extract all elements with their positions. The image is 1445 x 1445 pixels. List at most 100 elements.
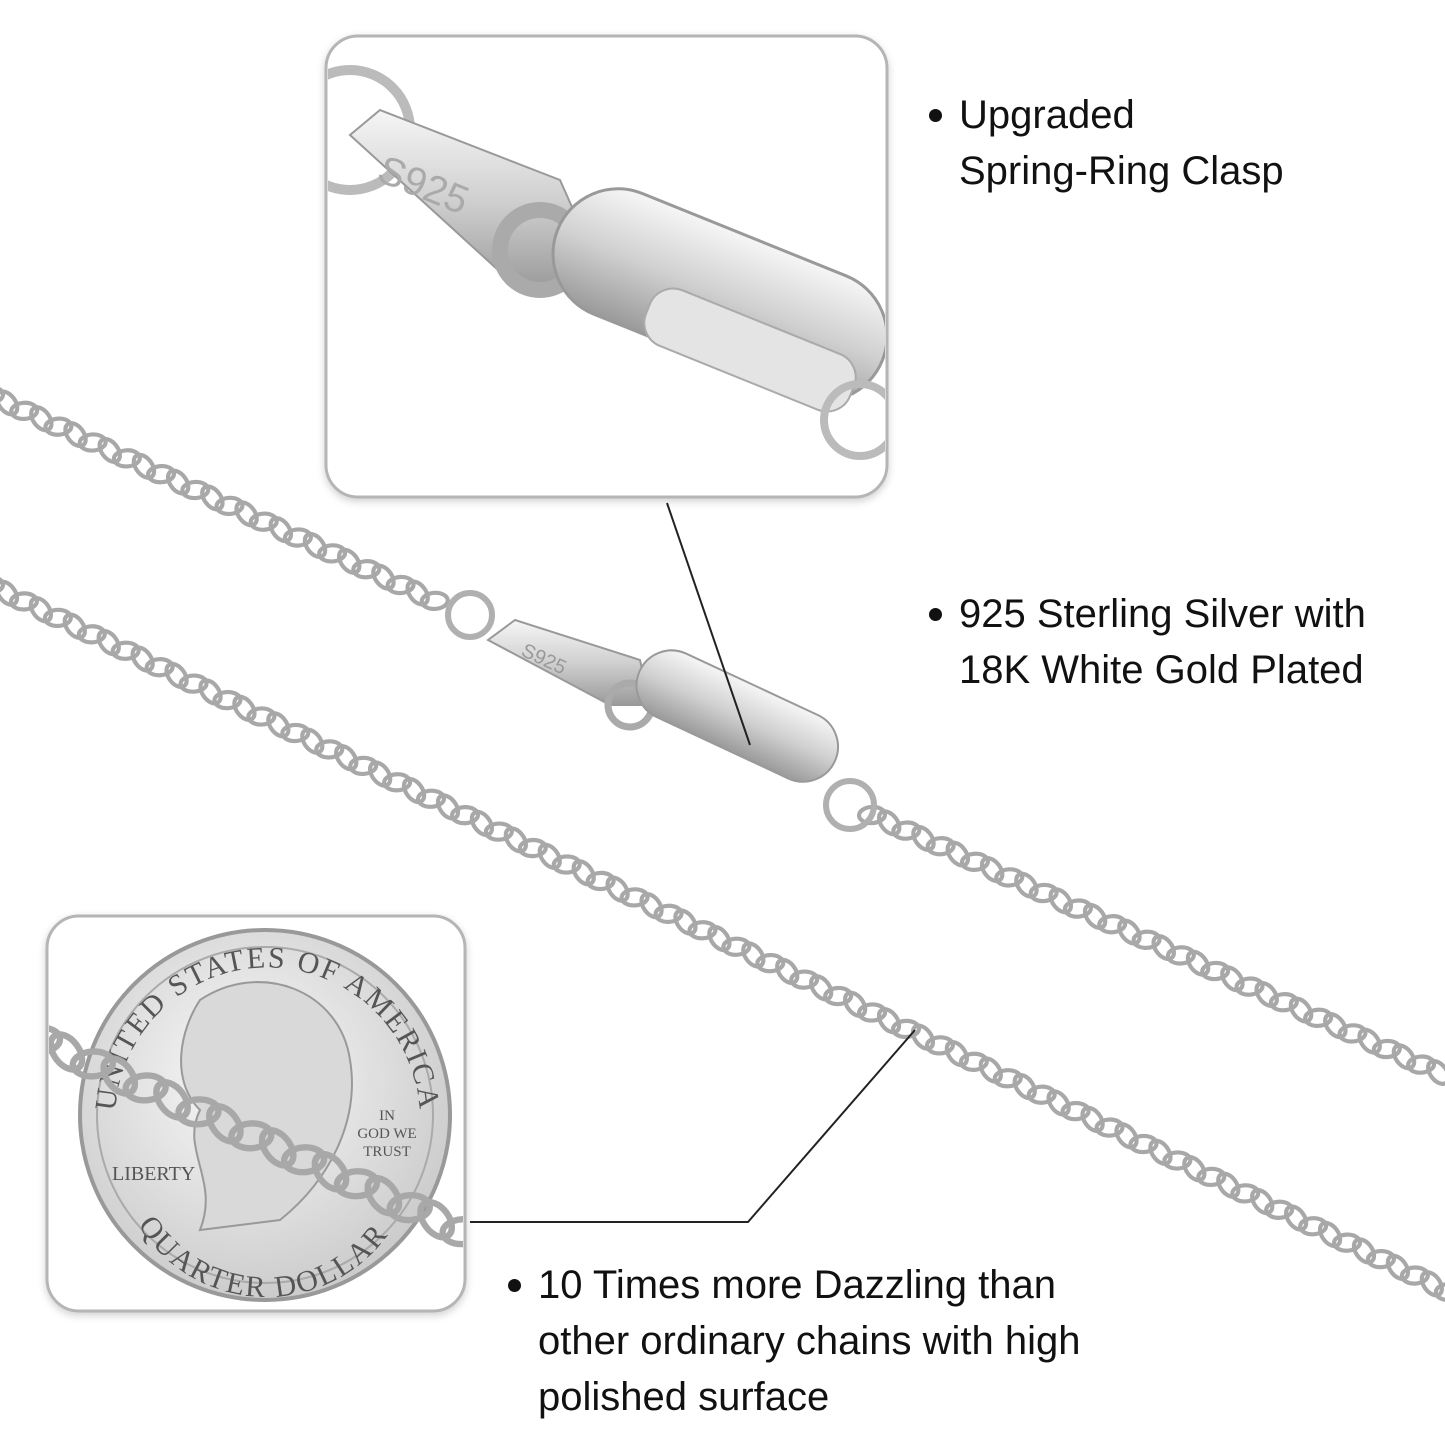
chain-link (348, 755, 379, 777)
chain-link (76, 624, 107, 645)
chain-link (809, 974, 834, 1002)
chain-link (992, 1068, 1023, 1089)
feature-text: 925 Sterling Silver with (959, 592, 1366, 636)
chain-link (69, 1048, 116, 1080)
chain-link (1331, 1232, 1363, 1253)
chain-link (653, 903, 684, 924)
chain-link (605, 875, 630, 903)
chain-link (1196, 1166, 1227, 1188)
chain-link (164, 661, 189, 690)
bullet-icon (929, 608, 942, 621)
chain-link (1288, 996, 1314, 1024)
coin-comparison-box: UNITED STATES OF AMERICA QUARTER DOLLAR … (45, 914, 467, 1313)
chain-link (300, 727, 325, 755)
chain-link (280, 722, 311, 744)
chain-link (0, 579, 20, 607)
chain-link (958, 1051, 989, 1072)
chain-link (228, 1120, 275, 1152)
chain-link (333, 1168, 381, 1200)
chain-link (268, 516, 294, 544)
chain-link (145, 464, 177, 485)
chain-link (153, 1079, 191, 1121)
connector-line (470, 1029, 916, 1223)
chain-link (337, 547, 362, 575)
chain-link (1351, 1237, 1377, 1265)
chain-link (619, 887, 650, 908)
chain-link (1094, 1117, 1125, 1138)
chain-link (1200, 960, 1231, 982)
chain-link (925, 836, 956, 857)
chain-link (165, 468, 191, 496)
chain-link (382, 772, 413, 793)
chain-link (1185, 949, 1211, 977)
chain-link (419, 590, 450, 612)
chain-link (1419, 1270, 1444, 1298)
chain-link (842, 990, 868, 1018)
chain-link (9, 400, 40, 421)
chain-link (1062, 898, 1093, 919)
chain-link (945, 840, 971, 868)
chain-link (1298, 1216, 1329, 1237)
chain-link (49, 1024, 64, 1056)
chain-link (314, 739, 345, 760)
chain-link (266, 711, 291, 739)
chain-link (1426, 1058, 1445, 1086)
chain-link (924, 1035, 955, 1056)
chain-link (1234, 976, 1265, 997)
chain-link (959, 851, 991, 872)
chain-link (200, 484, 225, 512)
coin-motto: GOD WE (357, 1126, 416, 1142)
chain-link (317, 543, 348, 564)
chain-link (687, 920, 718, 941)
chain-link (1060, 1100, 1091, 1122)
chain-link (1284, 1204, 1309, 1232)
chain-link (1182, 1155, 1207, 1183)
chain-link (0, 384, 6, 406)
chain-link (978, 1056, 1003, 1084)
chain-link (351, 559, 382, 580)
chain-link (741, 941, 766, 969)
curb-chain (0, 384, 1445, 1303)
chain-link (302, 531, 328, 559)
chain-link (1216, 1171, 1241, 1199)
chain-link (364, 1174, 403, 1217)
chain-link (368, 760, 393, 788)
chain-link (280, 1144, 328, 1176)
chain-link (1151, 934, 1176, 962)
chain-link (1014, 871, 1039, 899)
chain-link (1250, 1187, 1275, 1216)
chain-link (1046, 1089, 1071, 1117)
chain-link (334, 744, 359, 772)
chain-link (1337, 1023, 1368, 1044)
chain-link (234, 500, 259, 528)
chain-link (979, 856, 1005, 884)
clasp-detail-box: S925 (324, 34, 889, 499)
chain-link (891, 820, 922, 841)
chain-link (1317, 1220, 1343, 1249)
chain-link (131, 452, 157, 480)
chain-link (77, 432, 108, 453)
chain-link (97, 436, 122, 464)
chain-link (944, 1039, 970, 1068)
chain-link (110, 640, 141, 661)
chain-link (232, 694, 257, 722)
chain-link (1131, 929, 1162, 950)
chain-link (876, 1007, 902, 1035)
chain-link (1012, 1072, 1037, 1101)
chain-link (1097, 914, 1128, 935)
chain-link (1433, 1281, 1445, 1303)
chain-link (212, 689, 243, 711)
chain-link (876, 809, 902, 837)
portrait (180, 981, 353, 1232)
chain-link (1268, 992, 1299, 1013)
feature-text: polished surface (538, 1375, 830, 1419)
chain-link (469, 809, 495, 838)
chain-link (100, 1055, 139, 1097)
chain-link (1114, 1122, 1139, 1150)
chain-link (1254, 980, 1279, 1008)
chain-link (721, 936, 752, 957)
chain-link (175, 1096, 222, 1128)
